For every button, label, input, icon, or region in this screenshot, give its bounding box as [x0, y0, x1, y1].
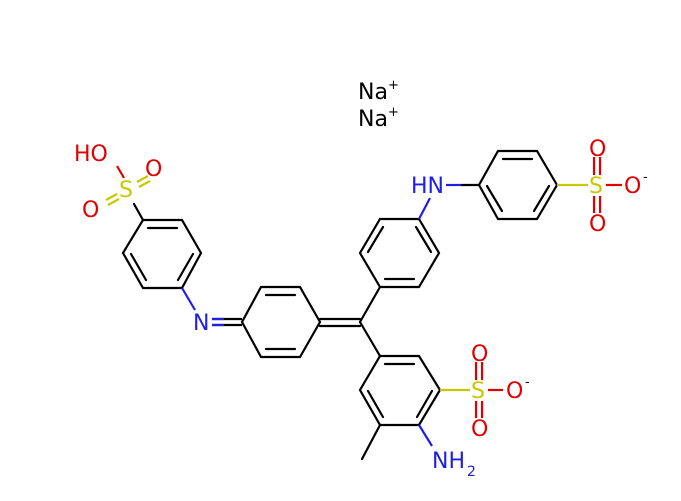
oxygen-label: O: [471, 417, 488, 442]
charge-plus: +: [388, 105, 399, 120]
bond: [358, 285, 382, 324]
sulfonate-group-right: O S O O -: [557, 137, 648, 237]
sodium-label: Na: [358, 80, 388, 105]
oxygen-label: O: [471, 342, 488, 367]
secondary-amine-group: HN: [411, 174, 481, 220]
counterion-2: Na +: [358, 105, 399, 132]
charge-plus: +: [388, 78, 399, 93]
nitrogen-label: N: [193, 311, 209, 336]
amino-group: NH 2: [418, 424, 476, 480]
benzene-ring-3: [358, 217, 441, 289]
amine-label: HN: [411, 174, 444, 199]
amino-subscript: 2: [467, 464, 476, 480]
methyl-bond: [360, 423, 382, 461]
amino-label: NH: [432, 449, 465, 474]
sulfur-label: S: [119, 178, 133, 203]
charge-minus: -: [643, 170, 648, 185]
sulfonate-group-lower: O S O O -: [440, 342, 530, 442]
hydroxyl-label: HO: [74, 142, 108, 167]
oxygen-label: O: [82, 198, 99, 223]
oxygen-label: O: [589, 137, 606, 162]
benzene-ring-1: [121, 218, 203, 290]
sulfonic-acid-group: HO O S O: [74, 142, 162, 223]
oxygen-label: O: [624, 174, 641, 199]
quinoid-ring: [240, 285, 362, 359]
sulfur-label: S: [589, 174, 603, 199]
benzene-ring-4: [477, 149, 559, 221]
imine-group: N: [181, 287, 242, 336]
counterion-1: Na +: [358, 78, 399, 105]
oxygen-label: O: [589, 212, 606, 237]
oxygen-label: O: [506, 379, 523, 404]
sodium-label: Na: [358, 107, 388, 132]
benzene-ring-5: [358, 354, 442, 461]
bond: [358, 320, 382, 358]
sulfur-label: S: [471, 379, 485, 404]
charge-minus: -: [525, 375, 530, 390]
oxygen-label: O: [145, 157, 162, 182]
